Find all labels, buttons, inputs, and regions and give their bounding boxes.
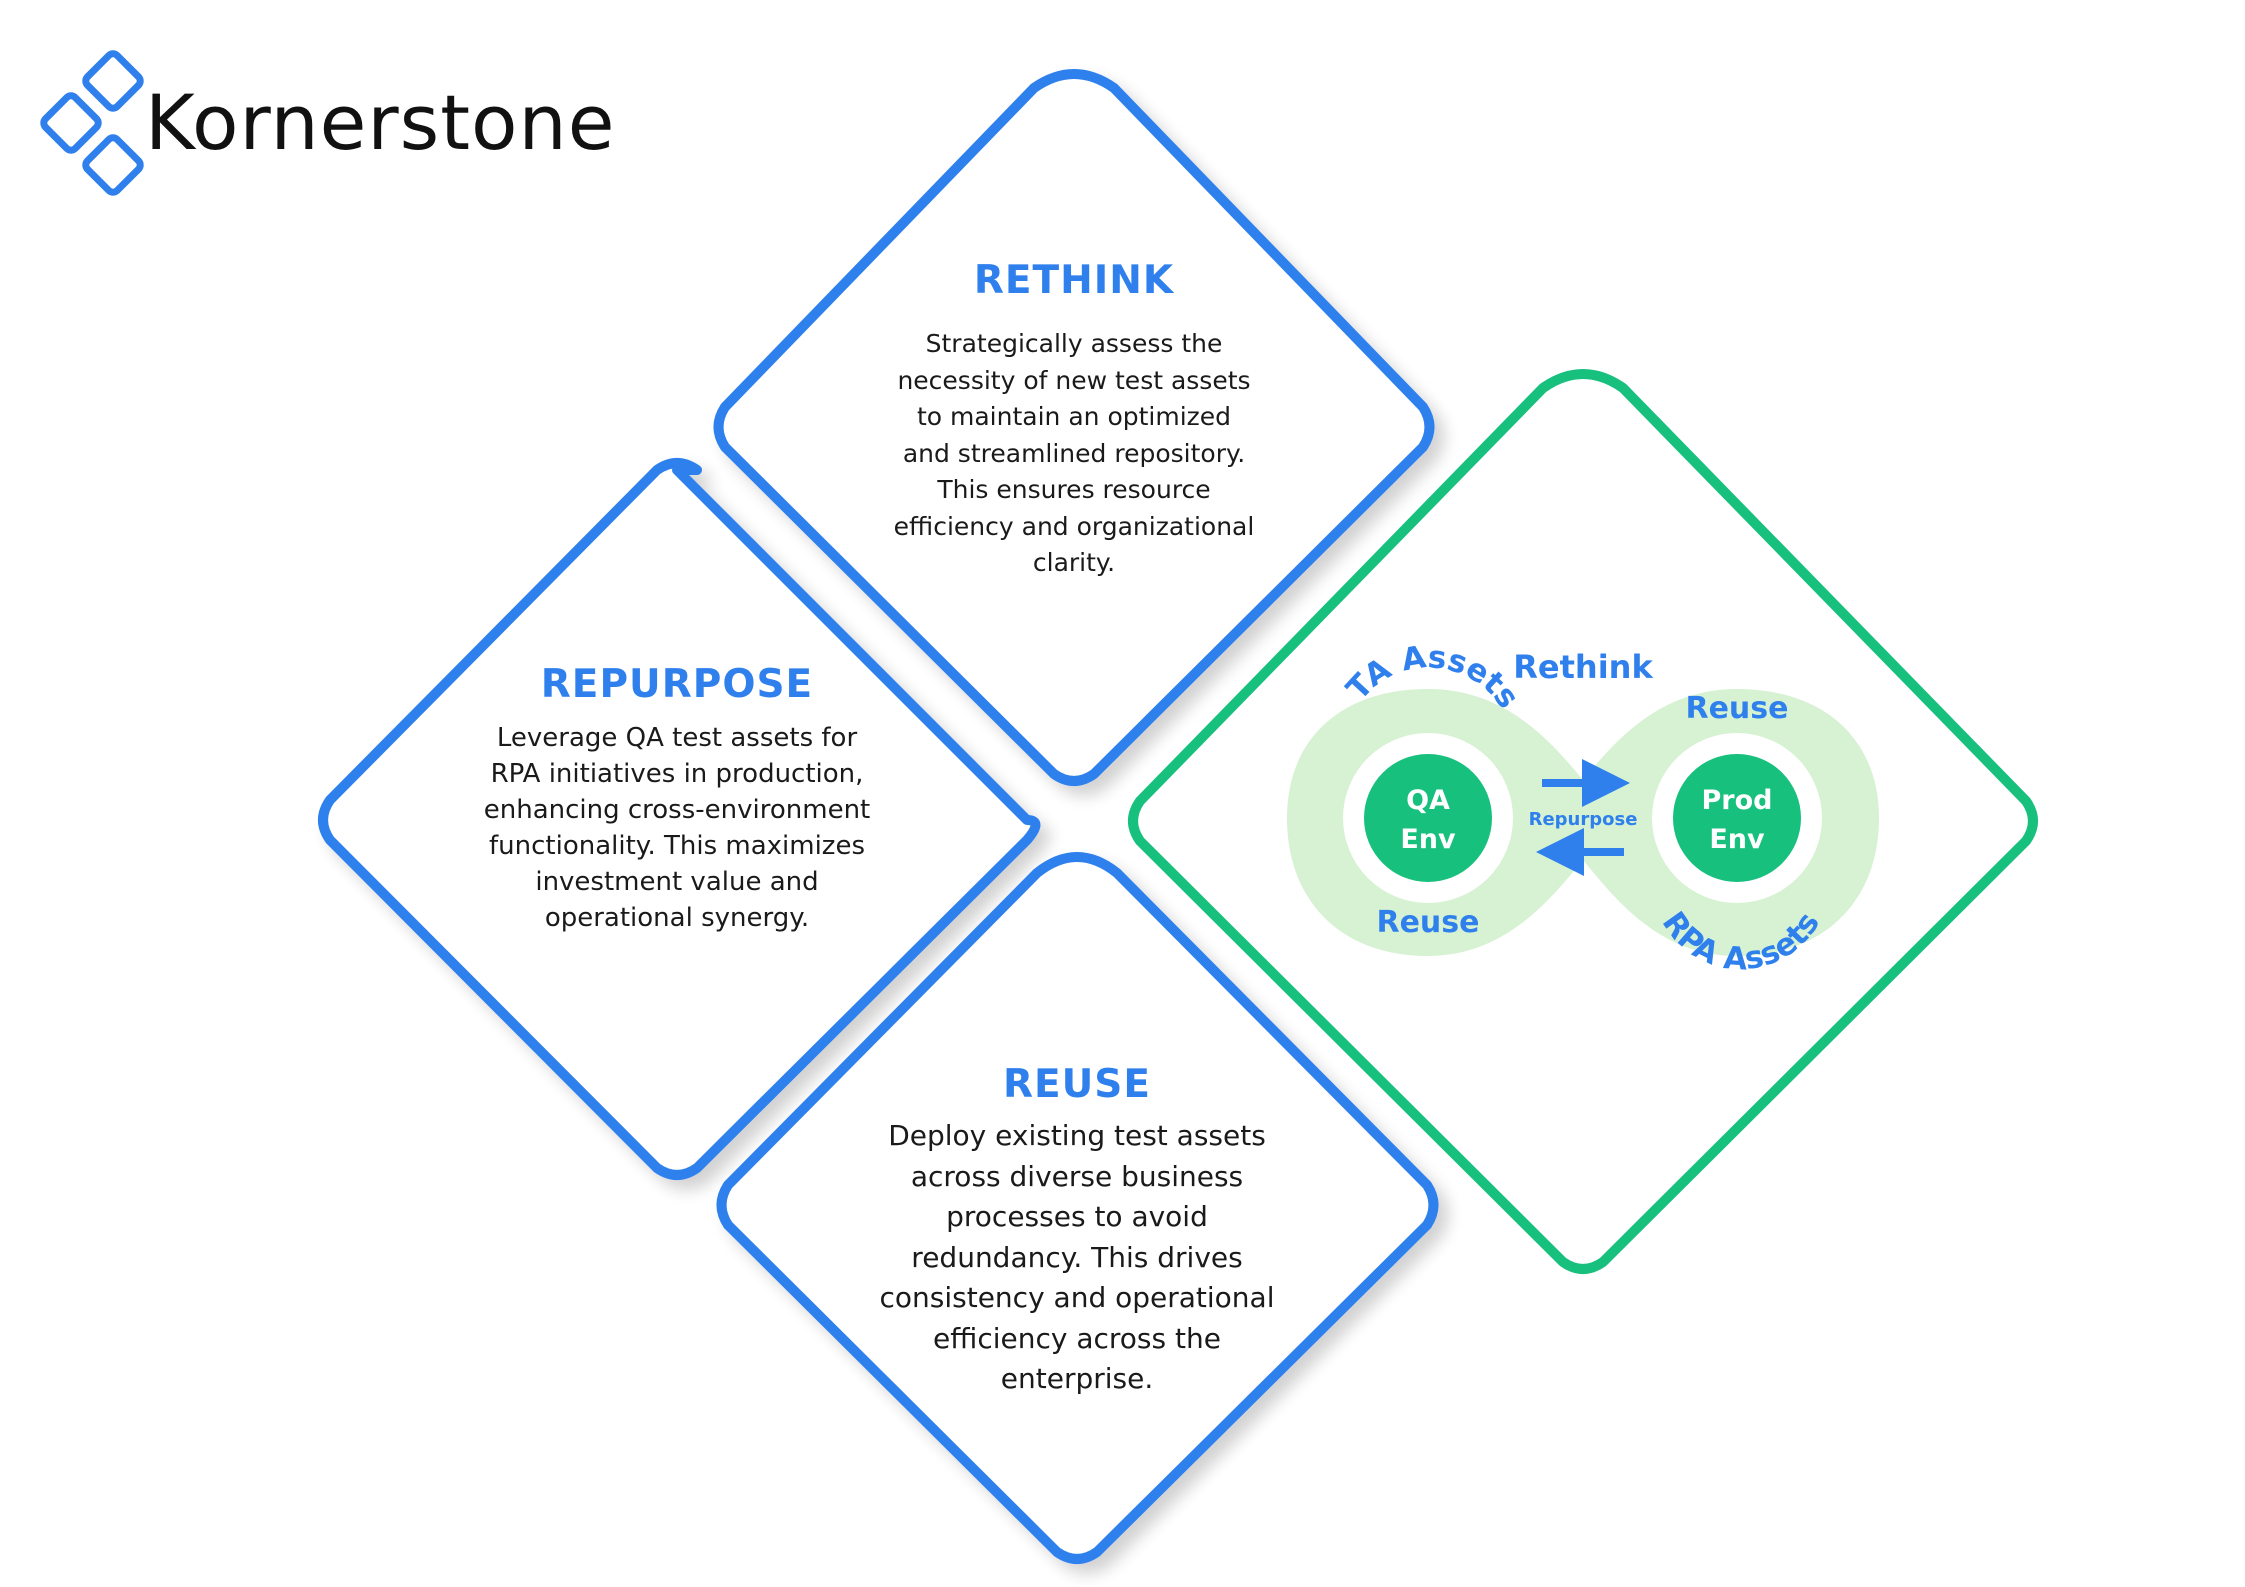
brand-name: Kornerstone xyxy=(145,78,616,167)
rethink-title: RETHINK xyxy=(973,258,1175,303)
qa-env-node xyxy=(1364,754,1492,882)
loop-right-reuse-label: Reuse xyxy=(1685,691,1788,726)
reuse-card: REUSE Deploy existing test assets across… xyxy=(847,1060,1307,1400)
infinity-loop xyxy=(1287,689,1879,956)
prod-env-node xyxy=(1673,754,1801,882)
reuse-diamond xyxy=(716,852,1439,1564)
logo-icon xyxy=(40,50,144,196)
rethink-body: Strategically assess the necessity of ne… xyxy=(893,329,1255,577)
reuse-body: Deploy existing test assets across diver… xyxy=(879,1119,1275,1395)
prod-env-label-line2: Env xyxy=(1709,824,1765,855)
reuse-title: REUSE xyxy=(1002,1062,1152,1107)
qa-env-label-line1: QA xyxy=(1406,785,1450,816)
prod-env-label-line1: Prod xyxy=(1702,785,1773,816)
repurpose-diamond xyxy=(318,458,1041,1180)
rethink-diamond xyxy=(713,69,1435,786)
loop-left-reuse-label: Reuse xyxy=(1376,905,1479,940)
rethink-card: RETHINK Strategically assess the necessi… xyxy=(854,256,1294,582)
repurpose-card: REPURPOSE Leverage QA test assets for RP… xyxy=(447,660,907,936)
loop-repurpose-label: Repurpose xyxy=(1529,809,1638,830)
repurpose-title: REPURPOSE xyxy=(540,662,814,707)
qa-env-label-line2: Env xyxy=(1400,824,1456,855)
repurpose-body: Leverage QA test assets for RPA initiati… xyxy=(483,723,871,933)
loop-top-label: Rethink xyxy=(1513,648,1653,686)
